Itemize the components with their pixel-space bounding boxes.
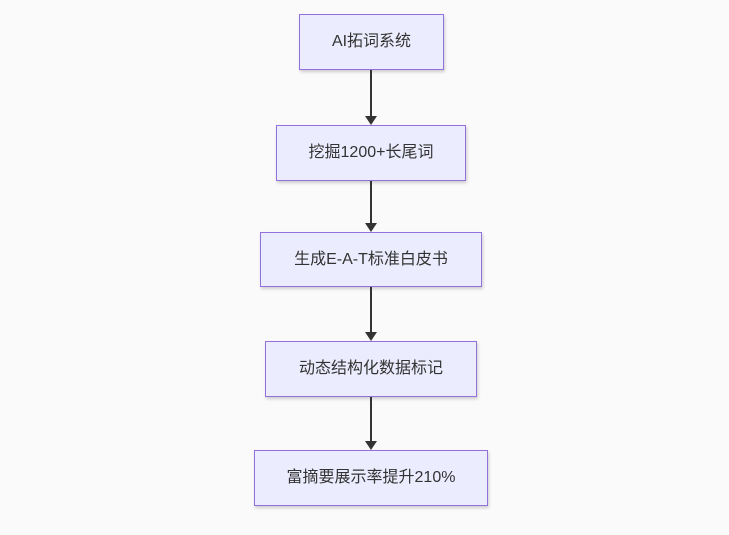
arrow-head-icon	[365, 332, 377, 341]
flow-node-label: 生成E-A-T标准白皮书	[294, 250, 448, 268]
flow-arrow-3	[365, 287, 377, 341]
arrow-head-icon	[365, 223, 377, 232]
arrow-head-icon	[365, 441, 377, 450]
flow-node-label: AI拓词系统	[331, 33, 412, 51]
flow-node-longtail-mining: 挖掘1200+长尾词	[276, 125, 466, 181]
flow-arrow-2	[365, 181, 377, 232]
flow-node-rich-snippet-result: 富摘要展示率提升210%	[254, 450, 488, 506]
arrow-head-icon	[365, 116, 377, 125]
arrow-line	[370, 397, 372, 441]
arrow-line	[370, 287, 372, 332]
flow-node-label: 富摘要展示率提升210%	[286, 469, 456, 487]
flow-node-label: 挖掘1200+长尾词	[308, 144, 434, 162]
flow-node-ai-word-system: AI拓词系统	[299, 14, 444, 70]
flow-node-eat-whitepaper: 生成E-A-T标准白皮书	[260, 232, 482, 287]
flow-node-structured-data: 动态结构化数据标记	[265, 341, 477, 397]
flow-arrow-1	[365, 70, 377, 125]
flow-node-label: 动态结构化数据标记	[298, 360, 443, 378]
arrow-line	[370, 70, 372, 116]
flow-arrow-4	[365, 397, 377, 450]
arrow-line	[370, 181, 372, 223]
